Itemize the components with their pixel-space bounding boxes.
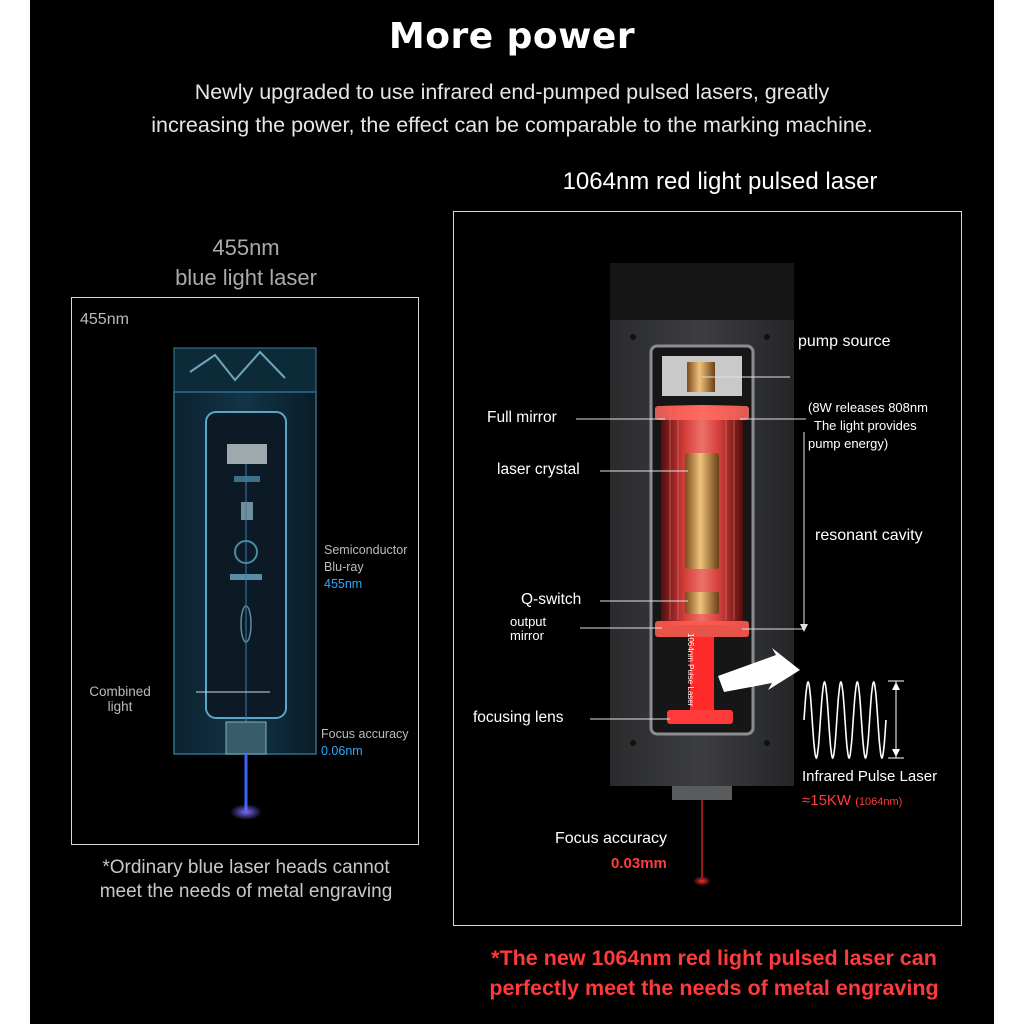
screw-bottom-left bbox=[630, 740, 636, 746]
output-mirror-label: output mirror bbox=[510, 615, 546, 643]
blue-heading-line-1: 455nm bbox=[212, 235, 280, 260]
pump-source-note: (8W releases 808nm The light provides pu… bbox=[808, 399, 928, 453]
blue-diode-block bbox=[227, 444, 267, 464]
blue-note-line-2: meet the needs of metal engraving bbox=[99, 881, 393, 902]
blue-focus-accuracy: Focus accuracy 0.06nm bbox=[321, 726, 409, 760]
tube-label-wrap: 1064nm Pulse Laser bbox=[681, 633, 695, 713]
resonant-cavity-arrowhead bbox=[800, 624, 808, 632]
screw-bottom-right bbox=[764, 740, 770, 746]
tube-label: 1064nm Pulse Laser bbox=[686, 633, 695, 707]
red-nozzle bbox=[672, 786, 732, 800]
combined-light-label: Combined light bbox=[82, 684, 158, 714]
poster: More power Newly upgraded to use infrare… bbox=[30, 0, 994, 1024]
blue-element-1 bbox=[234, 476, 260, 482]
page-title: More power bbox=[388, 16, 636, 57]
blue-focus-value: 0.06nm bbox=[321, 744, 363, 758]
q-switch-element bbox=[685, 592, 719, 614]
amplitude-arrow-up bbox=[892, 682, 900, 690]
red-note-line-1: *The new 1064nm red light pulsed laser c… bbox=[491, 946, 937, 970]
blue-fan-blades bbox=[189, 350, 286, 382]
red-spot bbox=[693, 876, 711, 886]
subtitle-line-2: increasing the power, the effect can be … bbox=[151, 113, 873, 137]
screw-top-left bbox=[630, 334, 636, 340]
blue-panel-corner-label: 455nm bbox=[80, 311, 129, 328]
blue-element-2 bbox=[241, 502, 253, 520]
red-laser-panel bbox=[453, 211, 962, 926]
screw-top-right bbox=[764, 334, 770, 340]
infrared-power-value: ≈15KW bbox=[802, 792, 852, 809]
blue-laser-heading: 455nm blue light laser bbox=[86, 233, 406, 293]
pump-note-line-3: pump energy) bbox=[808, 436, 889, 451]
laser-crystal-label: laser crystal bbox=[497, 461, 580, 478]
full-mirror-label: Full mirror bbox=[487, 409, 557, 426]
infrared-power-unit: (1064nm) bbox=[855, 796, 903, 808]
red-note-line-2: perfectly meet the needs of metal engrav… bbox=[489, 976, 939, 1000]
output-mirror-disk bbox=[655, 621, 749, 637]
combined-line-1: Combined bbox=[89, 684, 151, 699]
subtitle-line-1: Newly upgraded to use infrared end-pumpe… bbox=[194, 80, 830, 104]
blue-nozzle bbox=[225, 721, 267, 755]
semiconductor-line-1: Semiconductor bbox=[324, 543, 408, 557]
pulse-waveform bbox=[803, 680, 887, 760]
full-mirror-disk bbox=[655, 406, 749, 420]
pump-note-line-2: The light provides bbox=[814, 418, 917, 433]
pulse-output-arrow bbox=[718, 648, 800, 692]
output-line-1: output bbox=[510, 614, 547, 629]
infrared-pulse-label: Infrared Pulse Laser bbox=[802, 768, 938, 785]
page-subtitle: Newly upgraded to use infrared end-pumpe… bbox=[70, 76, 954, 142]
q-switch-label: Q-switch bbox=[521, 591, 582, 608]
combined-line-2: light bbox=[107, 699, 133, 714]
blue-laser-panel bbox=[71, 297, 419, 845]
pulse-laser-tube bbox=[690, 637, 714, 717]
red-laser-note: *The new 1064nm red light pulsed laser c… bbox=[440, 943, 988, 1003]
pump-source-label: pump source bbox=[798, 333, 891, 350]
blue-note-line-1: *Ordinary blue laser heads cannot bbox=[102, 857, 390, 878]
semiconductor-value: 455nm bbox=[324, 577, 363, 591]
red-focus-value: 0.03mm bbox=[611, 855, 667, 872]
blue-laser-note: *Ordinary blue laser heads cannot meet t… bbox=[76, 856, 416, 904]
infrared-power: ≈15KW (1064nm) bbox=[802, 792, 902, 809]
red-focus-label: Focus accuracy bbox=[555, 830, 668, 847]
pump-note-line-1: (8W releases 808nm bbox=[808, 400, 928, 415]
focusing-lens-label: focusing lens bbox=[473, 709, 564, 726]
output-line-2: mirror bbox=[510, 628, 544, 643]
resonant-cavity-label: resonant cavity bbox=[815, 527, 923, 544]
red-laser-illustration bbox=[576, 263, 904, 886]
blue-laser-illustration bbox=[173, 347, 317, 820]
amplitude-arrow-down bbox=[892, 749, 900, 757]
blue-focus-label: Focus accuracy bbox=[321, 727, 409, 741]
red-top-cap bbox=[610, 263, 794, 320]
blue-spot bbox=[230, 804, 262, 820]
semiconductor-line-2: Blu-ray bbox=[324, 560, 364, 574]
laser-crystal-rod bbox=[685, 453, 719, 569]
semiconductor-label: Semiconductor Blu-ray 455nm bbox=[324, 542, 407, 593]
focusing-lens-disk bbox=[667, 710, 733, 724]
blue-heading-line-2: blue light laser bbox=[175, 265, 317, 290]
red-laser-heading: 1064nm red light pulsed laser bbox=[562, 168, 878, 195]
